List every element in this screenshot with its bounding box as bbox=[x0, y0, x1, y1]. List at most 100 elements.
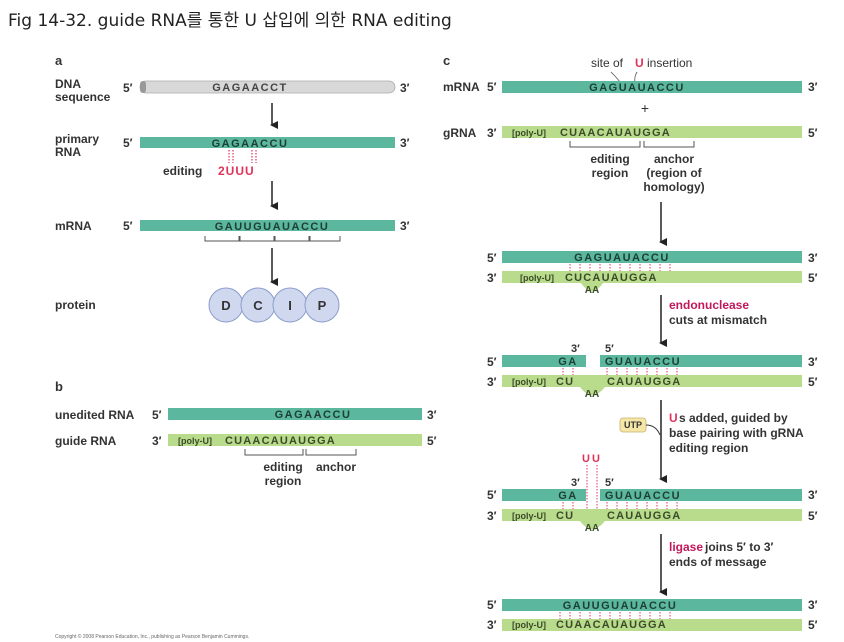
editing-region-label: region bbox=[265, 474, 302, 488]
mrna-strand bbox=[502, 81, 802, 93]
figure-title: Fig 14-32. guide RNA를 통한 U 삽입에 의한 RNA ed… bbox=[8, 11, 452, 31]
final-mrna-sequence: GAUUGUAUACCU bbox=[563, 600, 678, 612]
bottom-left-sequence: CU bbox=[556, 376, 574, 388]
three-prime-label: 3′ bbox=[487, 126, 497, 140]
primary-label-line1: primary bbox=[55, 132, 99, 146]
guide-rna-strand bbox=[168, 434, 422, 446]
three-prime-label: 3′ bbox=[487, 509, 497, 523]
ligase-caption: ends of message bbox=[669, 555, 767, 569]
mrna-fragment-left bbox=[502, 489, 586, 501]
anchor-label: homology) bbox=[643, 180, 704, 194]
poly-u-label: [poly-U] bbox=[520, 273, 554, 283]
three-prime-label: 3′ bbox=[400, 81, 410, 95]
three-prime-label: 3′ bbox=[808, 80, 818, 94]
three-prime-label: 3′ bbox=[808, 251, 818, 265]
grna-strand-right bbox=[603, 375, 802, 387]
unedited-rna-sequence: GAGAACCU bbox=[275, 409, 352, 421]
primary-rna-sequence: GAGAACCU bbox=[212, 138, 289, 150]
residue-circle bbox=[304, 287, 340, 323]
five-prime-label: 5′ bbox=[808, 271, 818, 285]
three-prime-label: 3′ bbox=[487, 618, 497, 632]
grna-sequence: CUAACAUAUGGA bbox=[560, 127, 671, 139]
residue-label: C bbox=[253, 298, 263, 313]
utp-label: UTP bbox=[624, 420, 642, 430]
grna-strand-right bbox=[603, 509, 802, 521]
grna-loop bbox=[581, 283, 603, 291]
copyright-text: Copyright © 2008 Pearson Education, Inc.… bbox=[55, 633, 249, 640]
anchor-label: (region of bbox=[646, 166, 702, 180]
mrna-sequence: GAGUAUACCU bbox=[574, 252, 670, 264]
insertion-marks bbox=[586, 465, 598, 522]
base-pair-marks bbox=[562, 368, 678, 375]
anchor-label: anchor bbox=[654, 152, 694, 166]
three-prime-label: 3′ bbox=[808, 355, 818, 369]
us-caption: editing region bbox=[669, 441, 748, 455]
dna-label-line2: sequence bbox=[55, 90, 111, 104]
unedited-rna-label: unedited RNA bbox=[55, 408, 135, 422]
five-prime-label: 5′ bbox=[808, 509, 818, 523]
ligase-caption: joins 5′ to 3′ bbox=[704, 540, 774, 554]
editing-region-label: editing bbox=[590, 152, 629, 166]
bottom-right-sequence: CAUAUGGA bbox=[607, 376, 681, 388]
grna-loop bbox=[580, 509, 605, 529]
five-prime-label: 5′ bbox=[487, 355, 497, 369]
poly-u-label: [poly-U] bbox=[512, 377, 546, 387]
us-word: U bbox=[669, 411, 678, 425]
five-prime-label: 5′ bbox=[808, 618, 818, 632]
five-prime-label: 5′ bbox=[427, 434, 437, 448]
five-prime-label: 5′ bbox=[605, 343, 614, 355]
editing-label: editing bbox=[163, 164, 202, 178]
three-prime-label: 3′ bbox=[152, 434, 162, 448]
utp-curve bbox=[645, 424, 661, 436]
primary-label-line2: RNA bbox=[55, 145, 81, 159]
us-caption: base pairing with gRNA bbox=[669, 426, 804, 440]
residue-label: D bbox=[221, 298, 230, 313]
grna-label: gRNA bbox=[443, 126, 477, 140]
three-prime-label: 3′ bbox=[808, 488, 818, 502]
editing-region-label: editing bbox=[263, 460, 302, 474]
three-prime-label: 3′ bbox=[571, 477, 580, 489]
five-prime-label: 5′ bbox=[808, 126, 818, 140]
five-prime-label: 5′ bbox=[123, 81, 133, 95]
base-pair-marks bbox=[562, 502, 678, 509]
loop-sequence: AA bbox=[585, 523, 599, 534]
five-prime-label: 5′ bbox=[808, 375, 818, 389]
five-prime-label: 5′ bbox=[487, 598, 497, 612]
grna-sequence: CUCAUAUGGA bbox=[565, 272, 658, 284]
site-u-letter: U bbox=[635, 56, 644, 70]
base-pair-marks bbox=[559, 612, 671, 619]
inserted-u-label: UU bbox=[582, 453, 602, 465]
grna-strand-left bbox=[502, 375, 582, 387]
loop-sequence: AA bbox=[585, 389, 599, 400]
grna-strand bbox=[502, 126, 802, 138]
protein-chain: D C I P bbox=[208, 287, 340, 323]
site-pointer-lines bbox=[610, 71, 638, 83]
region-brackets bbox=[244, 449, 357, 456]
fragment-right-sequence: GUAUACCU bbox=[605, 356, 681, 368]
mrna-fragment-right bbox=[600, 355, 802, 367]
loop-sequence: AA bbox=[585, 285, 599, 296]
editing-region-label: region bbox=[592, 166, 629, 180]
mrna-fragment-right bbox=[600, 489, 802, 501]
codon-brackets bbox=[204, 236, 341, 242]
mrna-sequence: GAUUGUAUACCU bbox=[215, 221, 330, 233]
ligase-word: ligase bbox=[669, 540, 703, 554]
panel-c-letter: c bbox=[443, 53, 450, 68]
poly-u-label: [poly-U] bbox=[512, 511, 546, 521]
five-prime-label: 5′ bbox=[487, 80, 497, 94]
endonuclease-caption: cuts at mismatch bbox=[669, 313, 767, 327]
three-prime-label: 3′ bbox=[487, 375, 497, 389]
mrna-strand bbox=[140, 220, 395, 231]
insertion-label: 2UUU bbox=[218, 164, 255, 178]
five-prime-label: 5′ bbox=[605, 477, 614, 489]
five-prime-label: 5′ bbox=[152, 408, 162, 422]
bottom-left-sequence: CU bbox=[556, 510, 574, 522]
three-prime-label: 3′ bbox=[808, 598, 818, 612]
plus-sign: + bbox=[641, 100, 649, 116]
panel-b-letter: b bbox=[55, 379, 63, 394]
five-prime-label: 5′ bbox=[123, 219, 133, 233]
poly-u-label: [poly-U] bbox=[178, 436, 212, 446]
mrna-strand bbox=[502, 599, 802, 611]
protein-label: protein bbox=[55, 298, 96, 312]
grna-loop bbox=[580, 375, 605, 395]
